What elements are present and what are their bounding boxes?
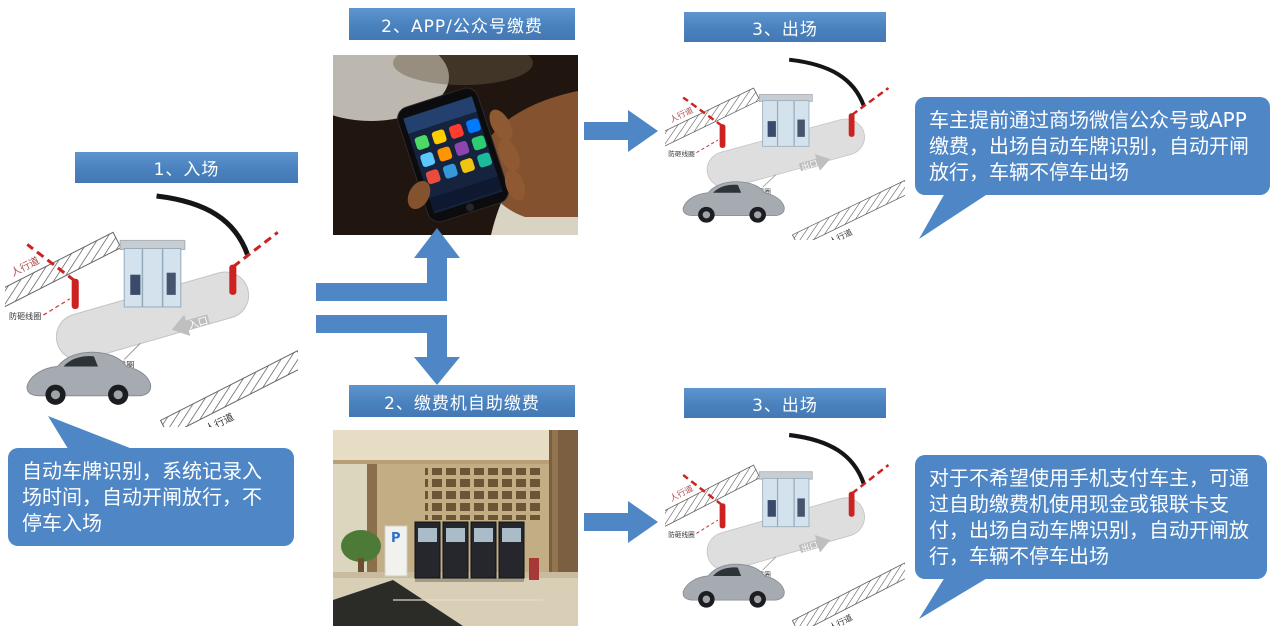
barrier-gate-left xyxy=(26,243,79,310)
step-header-exit-top-label: 3、出场 xyxy=(752,19,818,40)
pedestrian-strip-bottom: 人行道 xyxy=(791,180,905,240)
exit-direction-label: 出口 xyxy=(800,539,819,553)
coil-leader-line xyxy=(696,139,719,154)
car xyxy=(682,563,785,608)
thumb xyxy=(407,180,431,210)
guard-booth xyxy=(758,471,813,528)
guard-booth xyxy=(758,93,813,147)
exit-gate-image-bottom: 人行道 防砸线圈 地感线圈 xyxy=(665,430,905,626)
pedestrian-strip-bottom: 人行道 xyxy=(159,350,298,427)
coil-leader-line xyxy=(696,519,719,534)
step-header-app-pay-label: 2、APP/公众号缴费 xyxy=(381,16,543,37)
floor-mat xyxy=(333,580,463,626)
step-header-exit-top: 3、出场 xyxy=(684,12,886,42)
payment-kiosks xyxy=(414,521,525,582)
road-curve xyxy=(788,57,866,107)
elbow-arrows-from-entry xyxy=(316,228,460,385)
kiosk-payment-photo: P xyxy=(333,430,578,626)
car xyxy=(682,181,785,223)
step-header-kiosk-pay-label: 2、缴费机自助缴费 xyxy=(384,393,540,414)
finger xyxy=(498,139,520,171)
ceiling-trim xyxy=(333,460,578,464)
ground-coil-leader xyxy=(762,174,777,188)
app-payment-photo xyxy=(333,55,578,235)
floor-sign xyxy=(529,558,539,580)
arrow-right-app-to-exit xyxy=(584,110,658,152)
step-header-app-pay: 2、APP/公众号缴费 xyxy=(349,8,575,40)
coil-leader-line xyxy=(43,298,70,316)
p-sign-kiosk: P xyxy=(384,525,408,577)
finger xyxy=(489,109,513,141)
anti-smash-coil-label: 防砸线圈 xyxy=(668,149,694,158)
arrow-right-kiosk-to-exit xyxy=(584,501,658,543)
step-header-entry-label: 1、入场 xyxy=(153,160,220,180)
arrow-up-to-app xyxy=(316,228,460,301)
ceiling xyxy=(333,430,578,464)
column-highlight xyxy=(552,430,558,626)
finger xyxy=(504,169,526,201)
barrier-gate-right xyxy=(229,231,279,295)
plant-pot xyxy=(358,558,364,572)
exit-direction-label: 出口 xyxy=(800,158,819,172)
p-sign-label: P xyxy=(391,531,401,546)
callout-kiosk-exit: 对于不希望使用手机支付车主，可通过自助缴费机使用现金或银联卡支付，出场自动车牌识… xyxy=(915,455,1267,579)
callout-entry: 自动车牌识别，系统记录入场时间，自动开闸放行，不停车入场 xyxy=(8,448,294,546)
step-header-kiosk-pay: 2、缴费机自助缴费 xyxy=(349,385,575,417)
app-icons-grid xyxy=(414,118,492,185)
callout-kiosk-exit-tail xyxy=(919,577,989,619)
barrier-gate-left xyxy=(682,474,726,529)
entry-direction-label: 入口 xyxy=(187,316,209,332)
step-header-entry: 1、入场 xyxy=(75,152,298,183)
background-blur xyxy=(393,55,533,85)
anti-smash-coil-label: 防砸线圈 xyxy=(668,530,695,539)
step-header-exit-bottom-label: 3、出场 xyxy=(752,395,818,416)
exit-gate-image-top: 人行道 防砸线圈 地感线圈 xyxy=(665,55,905,240)
guard-booth xyxy=(119,239,186,308)
callout-entry-text: 自动车牌识别，系统记录入场时间，自动开闸放行，不停车入场 xyxy=(22,459,262,535)
anti-smash-coil-label: 防砸线圈 xyxy=(9,311,41,321)
callout-entry-tail xyxy=(48,416,140,452)
step-header-exit-bottom: 3、出场 xyxy=(684,388,886,418)
lattice-wall xyxy=(425,468,541,520)
callout-app-exit-tail xyxy=(919,193,989,239)
home-button xyxy=(465,203,474,212)
barrier-gate-right xyxy=(848,87,890,137)
car xyxy=(26,351,152,405)
road-curve xyxy=(788,432,866,485)
direction-arrow: 出口 xyxy=(798,154,831,172)
direction-arrow: 出口 xyxy=(798,535,831,554)
column-left xyxy=(367,464,377,574)
plant xyxy=(341,530,381,562)
barrier-gate-left xyxy=(682,96,726,148)
arrow-down-to-kiosk xyxy=(316,315,460,385)
callout-app-exit: 车主提前通过商场微信公众号或APP缴费，出场自动车牌识别，自动开闸放行，车辆不停… xyxy=(915,97,1270,195)
ground-coil-leader xyxy=(762,556,777,571)
ground-coil-leader xyxy=(123,342,141,360)
callout-kiosk-exit-text: 对于不希望使用手机支付车主，可通过自助缴费机使用现金或银联卡支付，出场自动车牌识… xyxy=(929,466,1249,568)
road-curve xyxy=(156,193,250,256)
direction-arrow: 入口 xyxy=(171,314,211,336)
entry-gate-image: 人行道 防砸线圈 地感线圈 xyxy=(5,190,298,427)
callout-app-exit-text: 车主提前通过商场微信公众号或APP缴费，出场自动车牌识别，自动开闸放行，车辆不停… xyxy=(929,108,1249,184)
barrier-gate-right xyxy=(848,464,890,517)
